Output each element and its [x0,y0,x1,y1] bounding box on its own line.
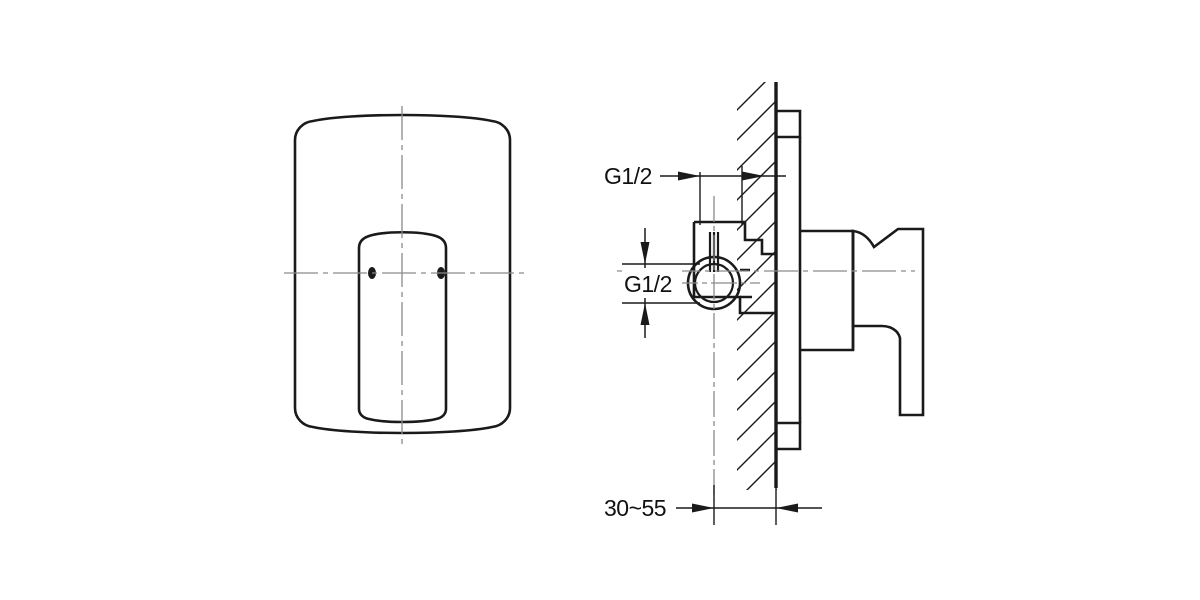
dimension-wall-depth: 30~55 [604,478,822,525]
escutcheon-plate-section-bottom [776,421,802,451]
dim-mid-arrow-top [640,242,650,264]
wall-hatching [737,82,777,490]
valve-body-top-profile [694,220,776,256]
dim-top-arrow-left [678,171,700,181]
dimension-inlet-top: G1/2 [604,163,786,225]
dimension-inlet-side: G1/2 [622,228,700,338]
dim-bottom-label: 30~55 [604,495,666,521]
lever-handle-side-profile [851,227,925,417]
valve-stem-outline [708,232,720,272]
dim-top-label: G1/2 [604,163,652,189]
valve-side-port [740,268,752,299]
dim-top-arrow-right [742,171,764,181]
lever-handle-outline [357,230,448,424]
front-view-group [284,106,525,446]
dim-mid-arrow-bottom [640,303,650,325]
dim-mid-label: G1/2 [624,271,672,297]
escutcheon-plate-outline [293,113,512,435]
dim-bottom-arrow-left [692,503,714,513]
side-section-view-group [617,82,925,500]
dim-bottom-arrow-right [776,503,798,513]
dim-mid-label-backdrop [622,268,682,298]
trim-sleeve-outline [800,229,855,352]
escutcheon-plate-section-top [776,109,802,139]
